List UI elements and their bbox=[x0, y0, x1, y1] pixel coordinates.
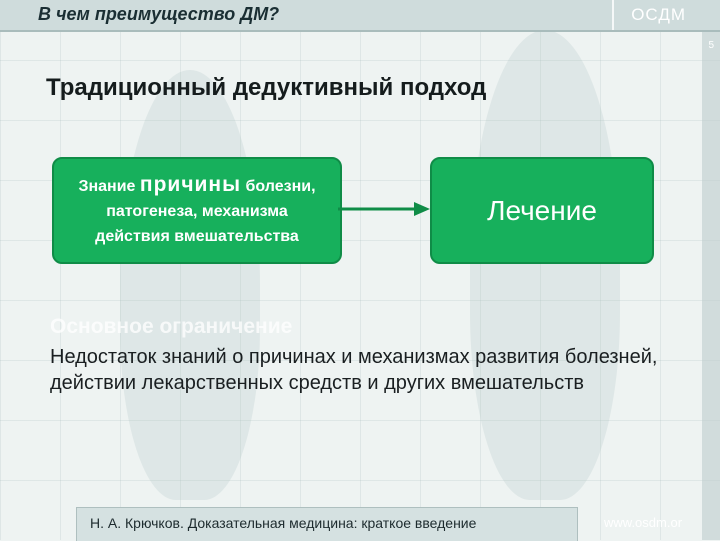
cause-prefix: Знание bbox=[78, 178, 136, 195]
background-figure-left bbox=[120, 70, 260, 500]
footer-url-link[interactable]: www.osdm.or bbox=[604, 515, 683, 530]
cause-emphasis: причины bbox=[139, 173, 242, 196]
footer-citation: Н. А. Крючков. Доказательная медицина: к… bbox=[90, 515, 476, 531]
limitation-text: Недостаток знаний о причинах и механизма… bbox=[50, 346, 658, 394]
flow-arrow-icon bbox=[338, 202, 430, 216]
treatment-label: Лечение bbox=[487, 194, 597, 226]
cause-line-3: действия вмешательства bbox=[95, 228, 299, 245]
cause-knowledge-box: Знание причины болезни, патогенеза, меха… bbox=[52, 157, 342, 264]
cause-line-2: патогенеза, механизма bbox=[106, 203, 288, 220]
cause-line-1: Знание причины болезни, bbox=[78, 172, 315, 199]
footer-author: Н. А. Крючков. bbox=[90, 515, 184, 531]
footer-title: Доказательная медицина: краткое введение bbox=[187, 515, 477, 531]
page-title: Традиционный дедуктивный подход bbox=[46, 74, 487, 101]
footer-panel bbox=[76, 507, 578, 541]
slide-number: 5 bbox=[708, 40, 714, 51]
background-figure-right bbox=[470, 30, 620, 500]
title-bar: В чем преимущество ДМ? ОСДМ bbox=[0, 0, 720, 32]
cause-suffix: болезни, bbox=[245, 178, 316, 195]
title-bar-divider bbox=[612, 0, 614, 30]
limitation-heading: Основное ограничение bbox=[50, 315, 293, 338]
right-decor-strip bbox=[702, 30, 720, 540]
cause-knowledge-text: Знание причины болезни, патогенеза, меха… bbox=[78, 172, 315, 249]
treatment-box: Лечение bbox=[430, 157, 654, 264]
slide-section-title: В чем преимущество ДМ? bbox=[38, 4, 280, 24]
brand-label: ОСДМ bbox=[631, 5, 686, 24]
